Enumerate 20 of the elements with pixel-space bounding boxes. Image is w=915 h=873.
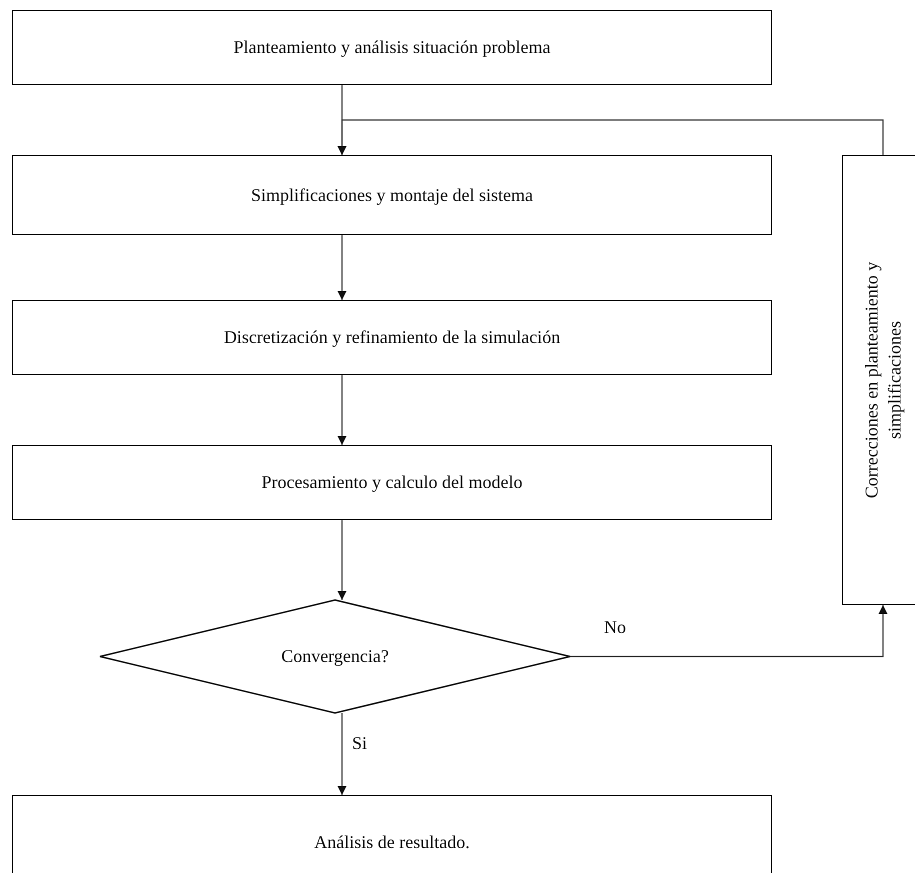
decision-diamond <box>99 599 571 714</box>
arrow <box>338 520 346 600</box>
arrow <box>338 235 346 300</box>
process-box <box>12 10 772 85</box>
step-text: Discretización y refinamiento de la simulación <box>224 326 560 349</box>
arrow <box>338 119 884 155</box>
arrow <box>338 375 346 445</box>
step-text: Simplificaciones y montaje del sistema <box>251 184 533 206</box>
process-box <box>12 445 772 520</box>
step-text: Correcciones en planteamiento y simplificaciones <box>860 260 906 500</box>
step-text: Análisis de resultado. <box>314 831 470 854</box>
process-box <box>842 155 915 605</box>
step-text: Procesamiento y calculo del modelo <box>262 471 522 494</box>
step-text: Planteamiento y análisis situación problema <box>234 36 550 59</box>
decision-text: Convergencia? <box>281 645 389 668</box>
process-box <box>12 795 772 873</box>
process-box <box>12 300 772 375</box>
process-box <box>12 155 772 235</box>
arrow <box>338 713 346 795</box>
arrow <box>570 605 888 658</box>
